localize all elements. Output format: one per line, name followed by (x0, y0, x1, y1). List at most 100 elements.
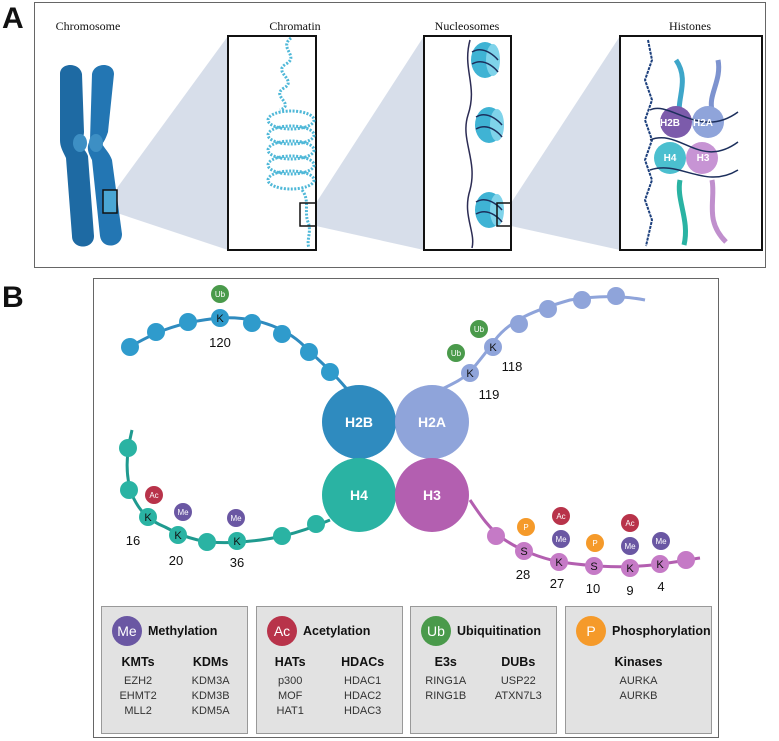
enzyme-item: MLL2 (124, 705, 152, 717)
zoom-wedge-3 (511, 36, 620, 250)
enzyme-item: p300 (277, 675, 303, 687)
histone-label-h4: H4 (664, 153, 677, 164)
h4-tail (125, 429, 331, 545)
residue-bead (211, 309, 229, 327)
residue-bead (484, 338, 502, 356)
svg-text:K: K (233, 536, 241, 548)
nucleosome-1 (471, 42, 500, 78)
mod-badge-ub (447, 344, 465, 362)
mod-badge-me (652, 532, 670, 550)
histones-box (619, 35, 763, 251)
svg-text:S: S (590, 561, 597, 573)
core-label-h2b: H2B (345, 414, 373, 430)
residue-number: 119 (479, 387, 500, 402)
legend-column: Kinases AURKA AURKB (615, 655, 663, 704)
enzyme-item: KDM5A (191, 705, 230, 717)
chromosome-icon (60, 65, 122, 247)
label-chromatin: Chromatin (269, 19, 320, 33)
legend-column: KMTs EZH2 EHMT2 MLL2 (119, 655, 156, 719)
acetylation-badge: Ac (267, 616, 297, 646)
nucleosome-2 (475, 107, 504, 143)
svg-text:Ac: Ac (556, 512, 565, 521)
svg-text:Ub: Ub (474, 325, 485, 334)
mod-badge-p (586, 534, 604, 552)
enzyme-item: KDM3B (191, 690, 230, 702)
residue-number: 4 (657, 579, 664, 594)
enzyme-item: KDM3A (191, 675, 230, 687)
methylation-title: Methylation (148, 624, 218, 638)
site-h2b-k120: Ub K 120 (209, 285, 231, 350)
column-header: HATs (274, 655, 306, 669)
histone-label-h2b: H2B (660, 118, 680, 129)
enzyme-item: EHMT2 (119, 690, 157, 702)
site-h4-k20: Me K 20 (169, 503, 192, 568)
residue-number: 27 (550, 576, 564, 591)
site-h3-k27: Ac Me K 27 (550, 507, 570, 591)
core-h4 (322, 458, 396, 532)
svg-text:K: K (466, 368, 474, 380)
legend-methylation: Me Methylation KMTs EZH2 EHMT2 MLL2 KDMs… (101, 606, 248, 734)
site-h3-k9: Ac Me K 9 (621, 514, 639, 598)
residue-bead (585, 557, 603, 575)
svg-text:S: S (520, 546, 527, 558)
enzyme-item: AURKA (619, 675, 658, 687)
svg-text:K: K (174, 530, 182, 542)
enzyme-item: RING1B (425, 690, 467, 702)
svg-text:Me: Me (555, 535, 567, 544)
svg-text:Ub: Ub (215, 290, 226, 299)
svg-text:K: K (656, 559, 664, 571)
ubiquitination-title: Ubiquitination (457, 624, 542, 638)
residue-bead (461, 364, 479, 382)
mod-badge-me (552, 530, 570, 548)
methylation-badge: Me (112, 616, 142, 646)
zoom-wedge-1 (117, 36, 228, 250)
legend-ubiquitination: Ub Ubiquitination E3s RING1A RING1B DUBs… (410, 606, 557, 734)
core-label-h4: H4 (350, 487, 368, 503)
mod-badge-ub (211, 285, 229, 303)
column-header: KDMs (192, 655, 229, 669)
label-chromosome: Chromosome (56, 19, 121, 33)
svg-text:K: K (489, 342, 497, 354)
core-h2b (322, 385, 396, 459)
legend-column: DUBs USP22 ATXN7L3 (495, 655, 542, 704)
mod-badge-ac (552, 507, 570, 525)
histone-label-h2a: H2A (693, 118, 713, 129)
histone-h3-ball (686, 142, 718, 174)
residue-bead (139, 508, 157, 526)
enzyme-item: RING1A (425, 675, 467, 687)
site-h2a-k118: Ub K 118 (470, 320, 522, 374)
site-h3-s28: P S 28 (515, 518, 535, 582)
histone-h4-ball (654, 142, 686, 174)
core-h3 (395, 458, 469, 532)
svg-text:Me: Me (177, 508, 189, 517)
panel-a-figure: H2B H2A H4 H3 Chromosome Chromatin Nucle… (56, 19, 763, 251)
site-h2a-k119: Ub K 119 (447, 344, 499, 402)
residue-number: 16 (126, 533, 140, 548)
legend-phosphorylation: P Phosphorylation Kinases AURKA AURKB (565, 606, 712, 734)
residue-number: 10 (586, 581, 600, 596)
svg-text:Ub: Ub (451, 349, 462, 358)
residue-bead (651, 555, 669, 573)
residue-bead (515, 542, 533, 560)
svg-text:Me: Me (655, 537, 667, 546)
enzyme-item: ATXN7L3 (494, 690, 542, 702)
mod-badge-me (227, 509, 245, 527)
chromatin-fiber (266, 36, 316, 249)
residue-bead (550, 553, 568, 571)
legend-acetylation: Ac Acetylation HATs p300 MOF HAT1 HDACs … (256, 606, 403, 734)
residue-bead (228, 532, 246, 550)
mod-badge-p (517, 518, 535, 536)
core-label-h2a: H2A (418, 414, 446, 430)
enzyme-item: MOF (277, 690, 303, 702)
mod-badge-me (174, 503, 192, 521)
site-h4-k16: Ac K 16 (126, 486, 163, 548)
histone-h2b-ball (660, 106, 692, 138)
svg-text:Ac: Ac (625, 519, 634, 528)
panel-a-letter: A (2, 2, 24, 35)
acetylation-title: Acetylation (303, 624, 371, 638)
residue-number: 9 (626, 583, 633, 598)
mod-badge-me (621, 537, 639, 555)
svg-text:P: P (523, 523, 528, 532)
core-h2a (395, 385, 469, 459)
enzyme-item: USP22 (500, 675, 536, 687)
